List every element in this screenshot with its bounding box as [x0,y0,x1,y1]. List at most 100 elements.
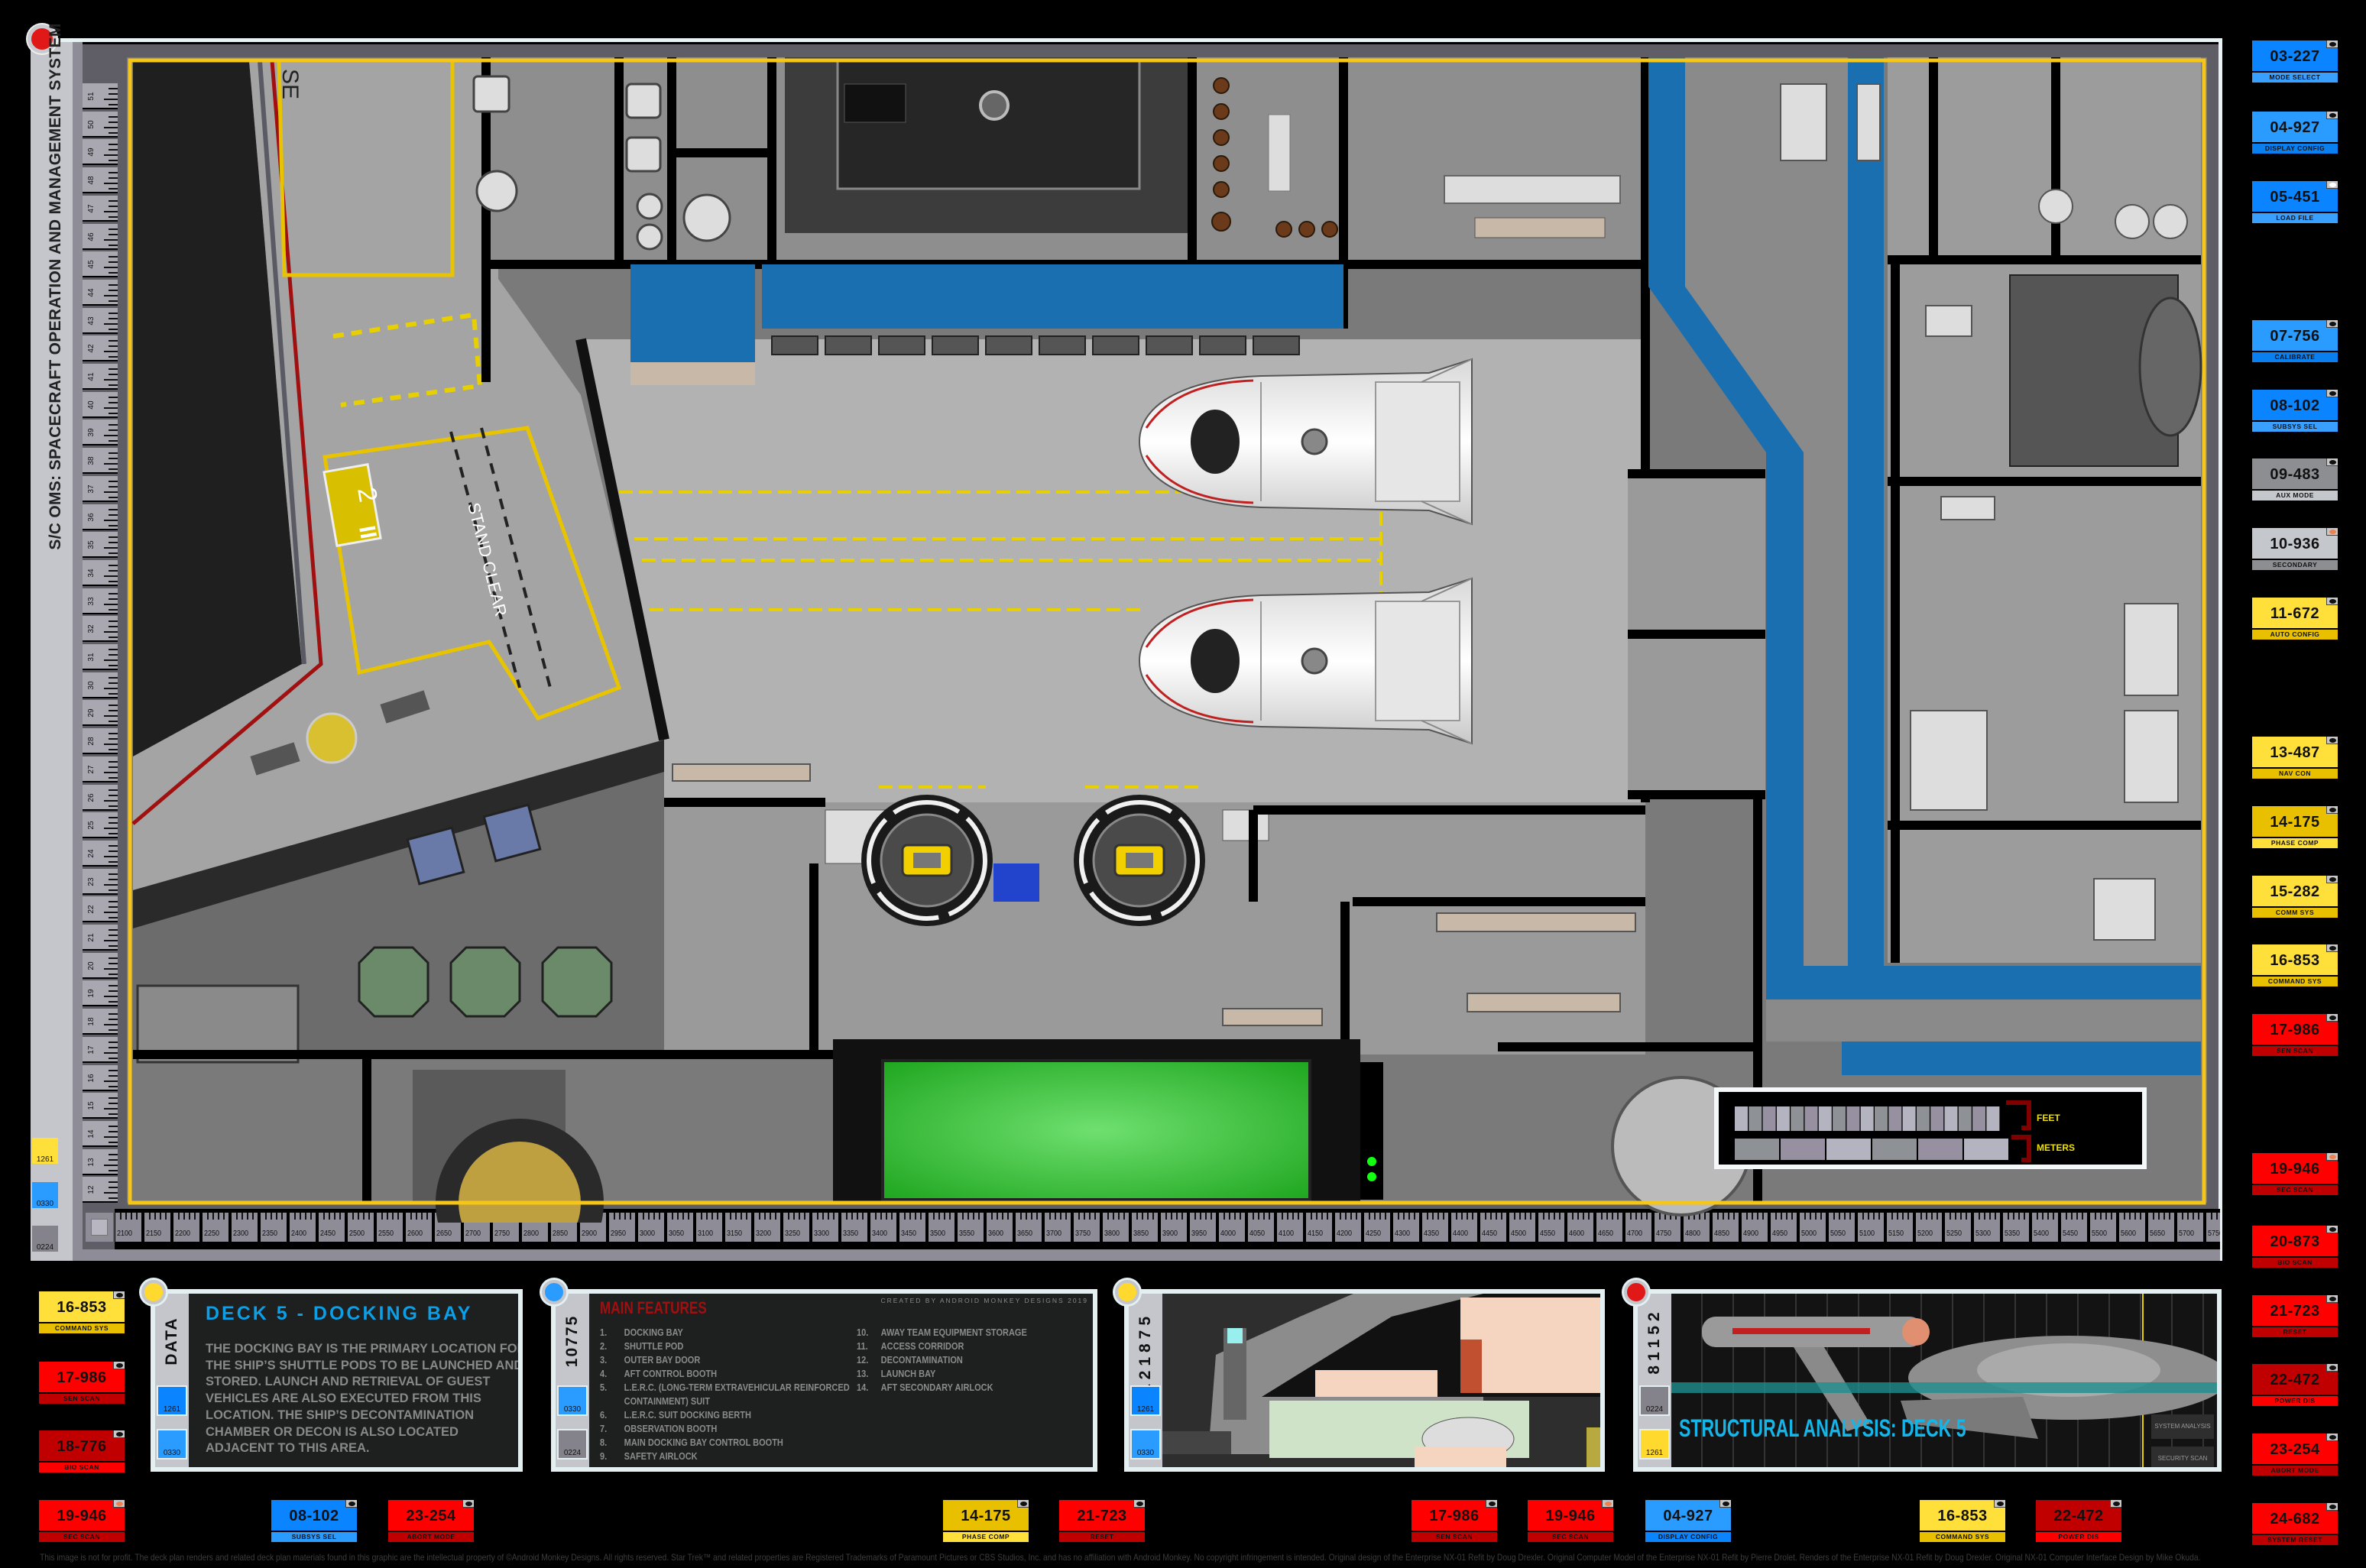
scale-feet-segment [1749,1106,1762,1131]
feature-number: 1. [600,1327,608,1338]
panel-tag[interactable]: 0330 [157,1429,187,1459]
panel-tag[interactable]: 0330 [1130,1429,1161,1459]
button-label: SEN SCAN [39,1394,125,1404]
side-tag[interactable]: 0330 [31,1181,60,1210]
scale-feet-segment [1916,1106,1930,1131]
indicator-light-icon [2326,1295,2338,1303]
panel-tag[interactable]: 1261 [1130,1385,1161,1416]
security-scan-button[interactable]: SECURITY SCAN [2151,1447,2214,1467]
ruler-tick: 2250 [203,1213,228,1242]
main-features-panel: 10775 0330 0224 MAIN FEATURES CREATED BY… [536,1280,1097,1472]
ruler-tick: 3050 [667,1213,693,1242]
button-label: SEC SCAN [39,1532,125,1542]
feature-item: 8.MAIN DOCKING BAY CONTROL BOOTH [600,1436,855,1450]
button-label: RESET [2252,1327,2338,1337]
ruler-tick: 23 [83,868,118,895]
ruler-tick: 38 [83,448,118,475]
side-tag[interactable]: 1261 [31,1136,60,1165]
ruler-tick: 3800 [1103,1213,1129,1242]
button-code: 08-102 [2252,390,2338,420]
deck-plan-map[interactable]: 2 II STAND CLEAR SE [0,0,2366,1223]
status-indicator-red [1624,1280,1648,1304]
indicator-light-icon [113,1291,125,1299]
panel-tag[interactable]: 0330 [557,1385,588,1416]
scale-meter-segment [1918,1139,1962,1160]
indicator-light-icon [2326,1153,2338,1161]
ruler-tick-label: 4800 [1685,1229,1701,1238]
ruler-tick: 4750 [1655,1213,1681,1242]
panel-tag[interactable]: 0224 [557,1429,588,1459]
ruler-tick: 4900 [1742,1213,1768,1242]
panel-tag[interactable]: 1261 [157,1385,187,1416]
ruler-tick: 4000 [1219,1213,1245,1242]
ruler-tick-label: 2750 [494,1229,510,1238]
scale-feet-segment [1888,1106,1902,1131]
system-analysis-button[interactable]: SYSTEM ANALYSIS [2151,1414,2214,1439]
feature-item: 2.SHUTTLE POD [600,1340,855,1353]
left-frame-inner-strip [73,42,83,1261]
button-label: BIO SCAN [39,1463,125,1472]
panel-tag[interactable]: 0224 [1639,1385,1670,1416]
panel-side-label: 10775 [563,1314,581,1368]
ruler-tick: 45 [83,251,118,278]
indicator-light-icon [2326,320,2338,328]
panel-tag[interactable]: 1261 [1639,1429,1670,1459]
indicator-light-icon [2326,458,2338,466]
side-tag[interactable]: 0224 [31,1224,60,1253]
ruler-tick: 5700 [2177,1213,2203,1242]
ruler-tick-label: 5500 [2092,1229,2108,1238]
indicator-light-icon [345,1500,357,1508]
panel-title: STRUCTURAL ANALYSIS: DECK 5 [1679,1414,1966,1442]
indicator-light-icon [2326,390,2338,397]
ruler-tick: 36 [83,504,118,530]
ruler-tick: 16 [83,1064,118,1091]
ruler-tick-label: 3900 [1162,1229,1178,1238]
ruler-tick-label: 4750 [1656,1229,1672,1238]
ruler-tick-label: 4000 [1220,1229,1236,1238]
button-code: 15-282 [2252,876,2338,906]
outer-bay-door [575,338,669,741]
feature-text: AWAY TEAM EQUIPMENT STORAGE [880,1327,1027,1338]
ruler-tick-label: 2500 [349,1229,365,1238]
ruler-tick: 13 [83,1148,118,1175]
indicator-light-icon [1602,1500,1613,1508]
ruler-tick-label: 3300 [814,1229,830,1238]
ruler-tick: 5350 [2003,1213,2029,1242]
ruler-tick: 47 [83,195,118,222]
ruler-tick: 44 [83,279,118,306]
feature-item: 7.OBSERVATION BOOTH [600,1422,855,1436]
button-label: SEN SCAN [1411,1532,1497,1542]
